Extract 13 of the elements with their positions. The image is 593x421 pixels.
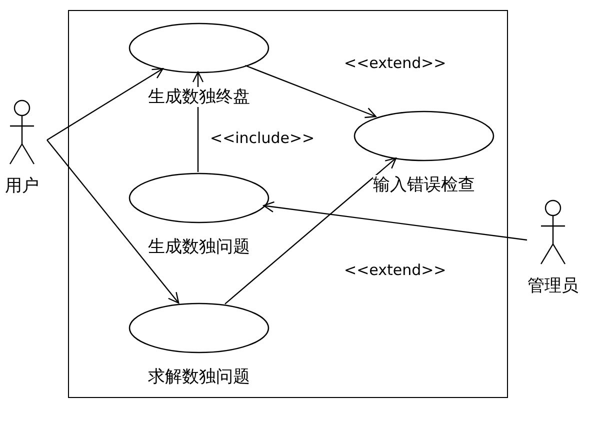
use-case-label: 求解数独问题 <box>148 367 250 387</box>
arrow <box>192 71 204 172</box>
actor-label: 用户 <box>5 176 39 196</box>
actor-label: 管理员 <box>528 276 578 296</box>
arrow <box>244 64 376 118</box>
arrow <box>46 68 164 141</box>
arrow <box>263 201 528 241</box>
arrow <box>46 140 180 304</box>
arrow <box>224 158 397 304</box>
use-case-label: 输入错误检查 <box>373 175 475 195</box>
use-case-label: 生成数独终盘 <box>148 87 250 107</box>
system-boundary <box>68 10 508 398</box>
use-case-label: 生成数独问题 <box>148 237 250 257</box>
